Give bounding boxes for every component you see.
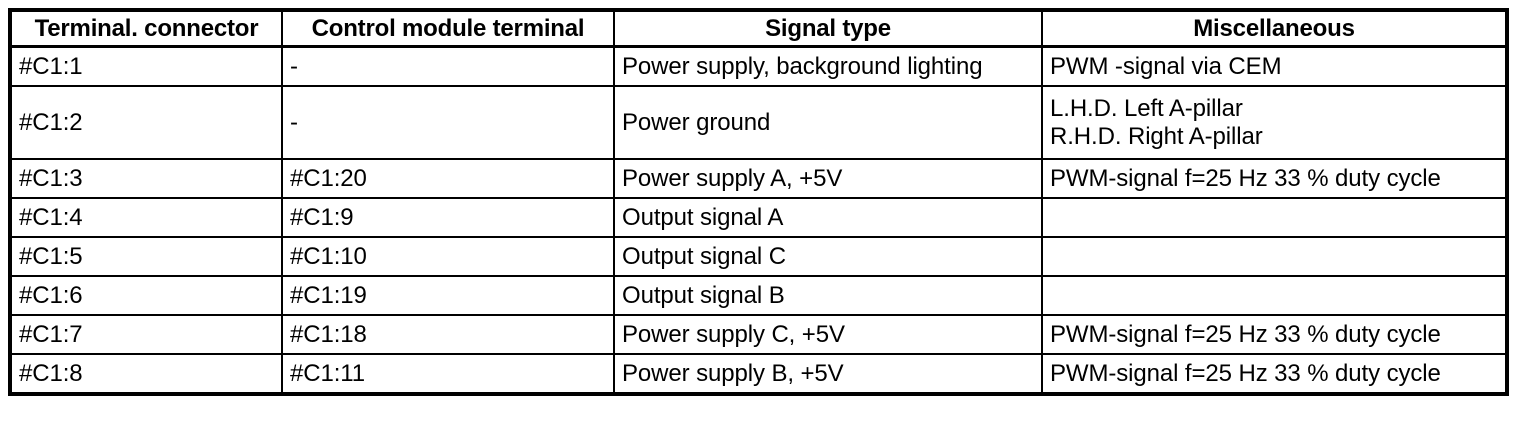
cell-signal-type: Power supply B, +5V <box>614 354 1043 394</box>
cell-signal-type: Output signal A <box>614 198 1043 238</box>
miscellaneous-line: L.H.D. Left A-pillar <box>1050 95 1243 123</box>
cell-signal-type: Power supply, background lighting <box>614 46 1043 87</box>
cell-terminal-connector: #C1:1 <box>10 46 283 87</box>
cell-control-module-terminal: #C1:19 <box>282 276 615 316</box>
cell-control-module-terminal: #C1:11 <box>282 354 615 394</box>
cell-miscellaneous <box>1042 237 1507 277</box>
terminal-pinout-table: Terminal. connector Control module termi… <box>8 8 1509 396</box>
cell-miscellaneous: PWM-signal f=25 Hz 33 % duty cycle <box>1050 359 1441 387</box>
cell-miscellaneous <box>1042 276 1507 316</box>
cell-control-module-terminal: - <box>282 86 615 160</box>
cell-signal-type: Power supply A, +5V <box>614 159 1043 199</box>
cell-control-module-terminal: #C1:9 <box>282 198 615 238</box>
miscellaneous-line: R.H.D. Right A-pillar <box>1050 122 1263 150</box>
cell-signal-type: Power supply C, +5V <box>614 315 1043 355</box>
cell-terminal-connector: #C1:3 <box>10 159 283 199</box>
cell-terminal-connector: #C1:6 <box>10 276 283 316</box>
cell-terminal-connector: #C1:4 <box>10 198 283 238</box>
cell-miscellaneous: PWM -signal via CEM <box>1042 46 1507 87</box>
cell-terminal-connector: #C1:8 <box>10 354 283 394</box>
cell-control-module-terminal: #C1:18 <box>282 315 615 355</box>
cell-signal-type: Output signal C <box>614 237 1043 277</box>
cell-signal-type: Output signal B <box>614 276 1043 316</box>
cell-miscellaneous <box>1042 198 1507 238</box>
column-header-control-module-terminal: Control module terminal <box>282 10 615 48</box>
column-header-signal-type: Signal type <box>614 10 1043 48</box>
cell-signal-type: Power ground <box>614 86 1043 160</box>
table-header-row: Terminal. connector Control module termi… <box>10 10 1507 48</box>
cell-control-module-terminal: - <box>282 46 615 87</box>
table-header: Terminal. connector Control module termi… <box>10 10 1507 48</box>
cell-miscellaneous: PWM-signal f=25 Hz 33 % duty cycle <box>1042 315 1507 355</box>
cell-miscellaneous: PWM-signal f=25 Hz 33 % duty cycle <box>1042 159 1507 199</box>
cell-control-module-terminal: #C1:10 <box>282 237 615 277</box>
column-header-terminal-connector: Terminal. connector <box>10 10 283 48</box>
cell-terminal-connector: #C1:7 <box>10 315 283 355</box>
cell-terminal-connector: #C1:5 <box>10 237 283 277</box>
cell-terminal-connector: #C1:2 <box>10 86 283 160</box>
cell-control-module-terminal: #C1:20 <box>282 159 615 199</box>
column-header-miscellaneous: Miscellaneous <box>1042 10 1507 48</box>
